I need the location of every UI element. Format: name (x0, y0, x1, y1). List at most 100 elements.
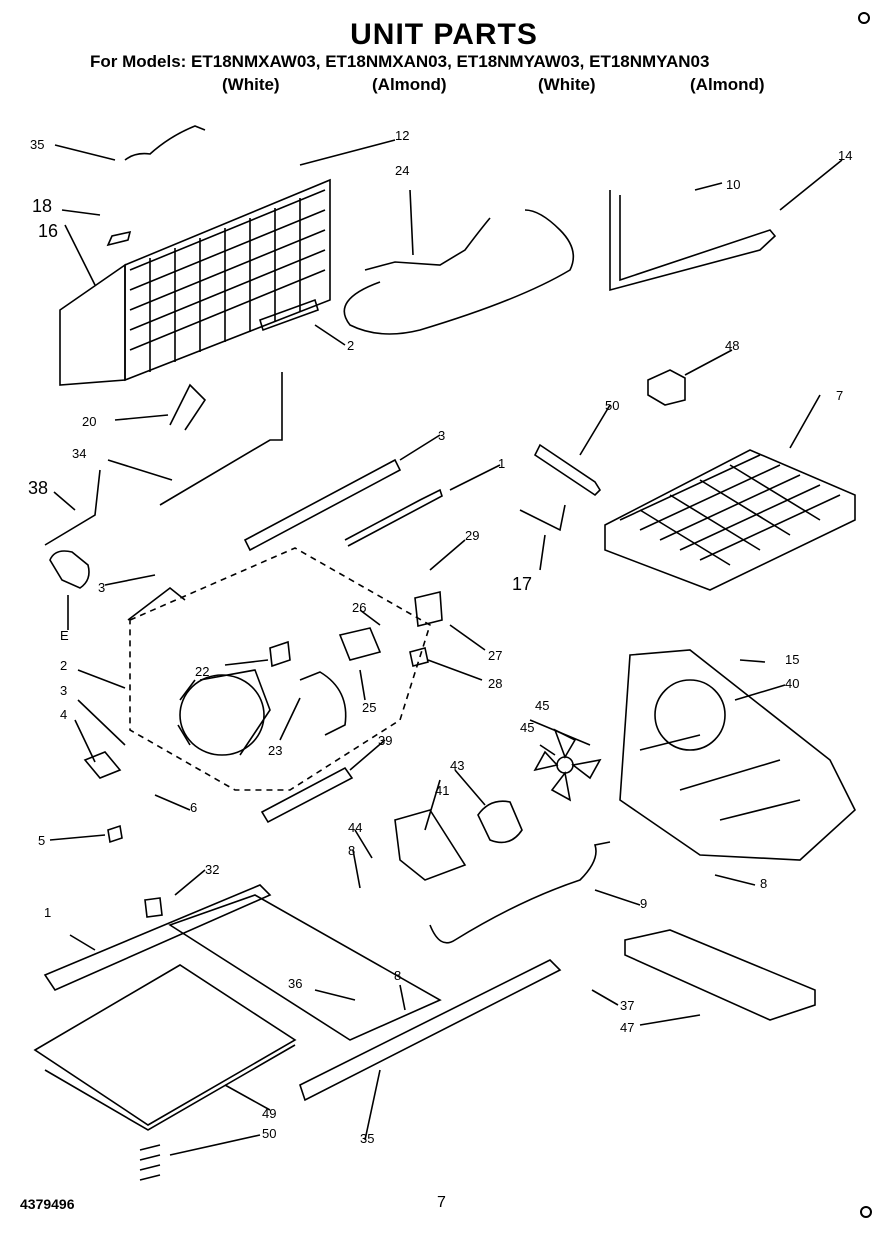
capillary-part (344, 488, 443, 547)
callout-47: 47 (620, 1020, 634, 1035)
document-part-number: 4379496 (20, 1196, 75, 1212)
wire-harness-part (124, 125, 206, 161)
page-number: 7 (437, 1194, 446, 1211)
fan-motor-part (477, 800, 523, 844)
compressor-part (177, 669, 271, 756)
tube-17 (519, 504, 566, 532)
base-plate-part (33, 964, 297, 1126)
callout-9: 9 (640, 896, 647, 911)
tube-34 (159, 372, 283, 506)
callout-25: 25 (362, 700, 376, 715)
callout-50b: 50 (262, 1126, 276, 1141)
part-4 (83, 751, 122, 779)
color-label-1: (White) (222, 75, 280, 94)
callout-5: 5 (38, 833, 45, 848)
callout-3b: 3 (98, 580, 105, 595)
callout-45: 45 (535, 698, 549, 713)
callout-23: 23 (268, 743, 282, 758)
callout-22: 22 (195, 664, 209, 679)
callout-32: 32 (205, 862, 219, 877)
base-frame (168, 894, 442, 1041)
evaporator-part (604, 449, 856, 591)
callout-1b: 1 (44, 905, 51, 920)
drain-pan-part (624, 929, 816, 1021)
callout-35b: 35 (360, 1131, 374, 1146)
callout-1: 1 (498, 456, 505, 471)
relay-part (414, 591, 443, 627)
bracket-part (394, 809, 467, 881)
fan-blade-part (533, 728, 602, 802)
callout-26: 26 (352, 600, 366, 615)
corner-mark (860, 1206, 872, 1218)
callout-14: 14 (838, 148, 852, 163)
callout-29: 29 (465, 528, 479, 543)
callout-38: 38 (28, 478, 48, 498)
callout-18: 18 (32, 196, 52, 216)
callout-10: 10 (726, 177, 740, 192)
callout-15: 15 (785, 652, 799, 667)
frame-rail-left (43, 884, 272, 992)
callout-35: 35 (30, 137, 44, 152)
callout-8c: 8 (394, 968, 401, 983)
compressor-group-outline (129, 547, 431, 791)
screw-part (106, 230, 132, 247)
grommet-part (49, 550, 90, 589)
callout-37: 37 (620, 998, 634, 1013)
color-label-2: (Almond) (372, 75, 447, 94)
part-26 (338, 627, 382, 661)
part-25 (299, 671, 347, 736)
callout-50: 50 (605, 398, 619, 413)
callout-34: 34 (72, 446, 86, 461)
callout-36: 36 (288, 976, 302, 991)
tube-9 (429, 841, 611, 944)
part-22 (269, 640, 291, 668)
insulation-part (243, 458, 402, 552)
callout-2b: 2 (60, 658, 67, 673)
callout-e: E (60, 628, 69, 643)
tubing-part (343, 209, 575, 335)
callout-48: 48 (725, 338, 739, 353)
callout-12: 12 (395, 128, 409, 143)
callout-3c: 3 (60, 683, 67, 698)
color-label-4: (Almond) (690, 75, 765, 94)
part-5 (107, 824, 123, 844)
callout-41: 41 (435, 783, 449, 798)
housing-part (619, 649, 856, 861)
callout-20: 20 (82, 414, 96, 429)
callout-17: 17 (512, 574, 532, 594)
tube-part (609, 190, 777, 292)
callout-3: 3 (438, 428, 445, 443)
part-48 (647, 369, 686, 406)
frame-rail-front (299, 959, 562, 1102)
tube-39 (260, 766, 354, 824)
callout-43: 43 (450, 758, 464, 773)
callout-4: 4 (60, 707, 67, 722)
callout-39: 39 (378, 733, 392, 748)
part-28 (409, 647, 429, 667)
callout-6: 6 (190, 800, 197, 815)
callout-44: 44 (348, 820, 362, 835)
callout-45b: 45 (520, 720, 534, 735)
callout-28: 28 (488, 676, 502, 691)
tube-20 (169, 383, 207, 431)
corner-mark (858, 12, 870, 24)
part-32 (144, 897, 163, 918)
spring-part (139, 1144, 161, 1181)
models-line: For Models: ET18NMXAW03, ET18NMXAN03, ET… (90, 52, 710, 71)
tube-38 (44, 469, 101, 546)
condenser-part (59, 178, 331, 386)
callout-7: 7 (836, 388, 843, 403)
color-label-3: (White) (538, 75, 596, 94)
callout-8b: 8 (760, 876, 767, 891)
callout-49: 49 (262, 1106, 276, 1121)
callout-24: 24 (395, 163, 409, 178)
drier-part (259, 298, 319, 332)
callout-27: 27 (488, 648, 502, 663)
callout-16: 16 (38, 221, 58, 241)
callout-2: 2 (347, 338, 354, 353)
strap-part (533, 443, 602, 497)
page-title: UNIT PARTS (350, 18, 538, 51)
callout-8: 8 (348, 843, 355, 858)
callout-40: 40 (785, 676, 799, 691)
